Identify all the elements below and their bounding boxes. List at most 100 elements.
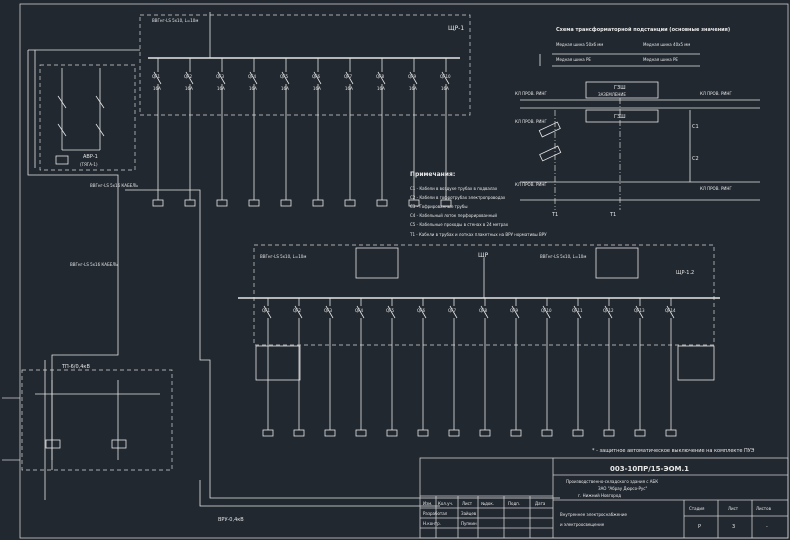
load-terminal bbox=[572, 429, 584, 437]
breaker-label: QF5 bbox=[386, 308, 394, 313]
breaker-label: QF2 bbox=[184, 74, 192, 79]
grounding-title: Схема трансформаторной подстанции (основ… bbox=[556, 26, 730, 33]
legend-item: С1 - Кабели в воздухе трубах в подвалах bbox=[410, 186, 498, 191]
breaker-label: QF9 bbox=[510, 308, 518, 313]
panel-shchr1-frame bbox=[139, 14, 471, 116]
breaker-label: QF6 bbox=[312, 74, 320, 79]
rev-header: Дата bbox=[535, 501, 546, 506]
breaker-branch: QF14 bbox=[665, 298, 677, 437]
load-terminal bbox=[510, 429, 522, 437]
prov-label: КЛ ПРОВ. РИНГ bbox=[515, 119, 547, 124]
load-terminal bbox=[293, 429, 305, 437]
load-terminal bbox=[184, 199, 196, 207]
grounding-box-1-label: ГЗШ bbox=[614, 85, 626, 91]
load-terminal bbox=[324, 429, 336, 437]
sheet-title-line1: Внутреннее электроснабжение bbox=[560, 512, 627, 517]
breaker-label: QF8 bbox=[479, 308, 487, 313]
top-feed-label: ВВГнг-LS 5х10, L=10м bbox=[152, 18, 198, 23]
avr-switch bbox=[57, 123, 67, 137]
tp-meter bbox=[111, 439, 127, 449]
breaker-contact bbox=[409, 71, 418, 85]
grounding-box-2 bbox=[585, 109, 659, 123]
load-terminal bbox=[262, 429, 274, 437]
feed-label-right: ВВГнг-LS 5х10, L=10м bbox=[540, 254, 586, 259]
meter-block bbox=[595, 247, 639, 279]
grounding-cable-c: Медная шина PE bbox=[556, 57, 591, 62]
legend-item: С5 - Кабельные проходы в стенах в 24 мет… bbox=[410, 222, 509, 227]
grounding-cable-d: Медная шина PE bbox=[643, 57, 678, 62]
load-terminal bbox=[440, 199, 452, 207]
breaker-branch: QF2 bbox=[293, 298, 305, 437]
breaker-rating: 16А bbox=[313, 86, 321, 91]
sheet-title-line2: и электроосвещение bbox=[560, 522, 605, 527]
stage-value: Р bbox=[698, 524, 701, 530]
breaker-contact bbox=[281, 71, 290, 85]
breaker-contact bbox=[356, 305, 365, 319]
breaker-label: QF9 bbox=[408, 74, 416, 79]
load-terminal bbox=[280, 199, 292, 207]
rev-header: Лист bbox=[462, 501, 473, 506]
grounding-diagram: Схема трансформаторной подстанции (основ… bbox=[515, 26, 760, 218]
load-terminal bbox=[408, 199, 420, 207]
sheet-value: 3 bbox=[732, 524, 735, 530]
breaker-label: QF2 bbox=[293, 308, 301, 313]
panel-avr-label: АВР-1 bbox=[83, 154, 98, 160]
bottom-wire bbox=[199, 480, 440, 507]
breaker-contact bbox=[325, 305, 334, 319]
panel-tp-frame bbox=[21, 369, 173, 471]
breaker-label: QF10 bbox=[541, 308, 552, 313]
load-terminal bbox=[634, 429, 646, 437]
breaker-branch: QF8 bbox=[479, 298, 491, 437]
breaker-label: QF7 bbox=[448, 308, 456, 313]
breaker-rating: 16А bbox=[441, 86, 449, 91]
grounding-cable-b: Медная шина 40х5 мм bbox=[643, 42, 690, 47]
panel-shchr1-label: ЩР-1 bbox=[448, 25, 464, 32]
load-terminal bbox=[376, 199, 388, 207]
avr-switch bbox=[95, 95, 105, 109]
breaker-label: QF3 bbox=[216, 74, 224, 79]
grounding-electrode bbox=[539, 145, 562, 162]
breaker-contact bbox=[449, 305, 458, 319]
breaker-rating: 16А bbox=[345, 86, 353, 91]
grounding-box-sub: ЗАЗЕМЛЕНИЕ bbox=[598, 92, 626, 97]
prov-label: КЛ ПРОВ. РИНГ bbox=[515, 182, 547, 187]
breaker-branch: QF12 bbox=[603, 298, 615, 437]
load-terminal bbox=[603, 429, 615, 437]
panel-avr-frame bbox=[39, 64, 136, 171]
bottom-wire bbox=[209, 470, 560, 499]
rev-header: №док. bbox=[481, 501, 494, 506]
breaker-label: QF12 bbox=[603, 308, 614, 313]
feeder-wire bbox=[125, 189, 211, 470]
breaker-contact bbox=[666, 305, 675, 319]
title-block-frame bbox=[419, 457, 789, 539]
breaker-contact bbox=[441, 71, 450, 85]
breaker-contact bbox=[573, 305, 582, 319]
breaker-contact bbox=[153, 71, 162, 85]
breaker-branch: QF3 bbox=[324, 298, 336, 437]
legend-item: С4 - Кабельный лоток перфорированный bbox=[410, 213, 497, 218]
panel-avr-sub: (ТЯГА-1) bbox=[80, 162, 98, 167]
project-line1: Производственно-складского здания с АБК bbox=[566, 479, 658, 484]
breaker-contact bbox=[511, 305, 520, 319]
legend-footnote: * - защитное автоматическое выключение н… bbox=[592, 448, 755, 454]
prov-label: КЛ ПРОВ. РИНГ bbox=[700, 91, 732, 96]
grounding-cable-a: Медная шина 50х6 мм bbox=[556, 42, 603, 47]
avr-switch bbox=[57, 95, 67, 109]
load-terminal bbox=[216, 199, 228, 207]
breaker-branch: QF13 bbox=[634, 298, 646, 437]
breaker-label: QF7 bbox=[344, 74, 352, 79]
breaker-label: QF14 bbox=[665, 308, 676, 313]
legend-item: Т1 - Кабели в трубах и лотках плакетных … bbox=[409, 232, 547, 237]
avr-switch bbox=[95, 123, 105, 137]
breaker-branch: QF11 bbox=[572, 298, 584, 437]
panel-avr: АВР-1 (ТЯГА-1) bbox=[39, 64, 136, 171]
sheets-header: Листов bbox=[756, 506, 772, 511]
breaker-rating: 16А bbox=[249, 86, 257, 91]
panel-tp-label: ТП-6/0,4кВ bbox=[61, 364, 90, 370]
breaker-branch: QF1 bbox=[262, 298, 274, 437]
stage-header: Стадия bbox=[689, 506, 705, 511]
breaker-label: QF5 bbox=[280, 74, 288, 79]
legend: Примечания: С1 - Кабели в воздухе трубах… bbox=[409, 171, 755, 454]
